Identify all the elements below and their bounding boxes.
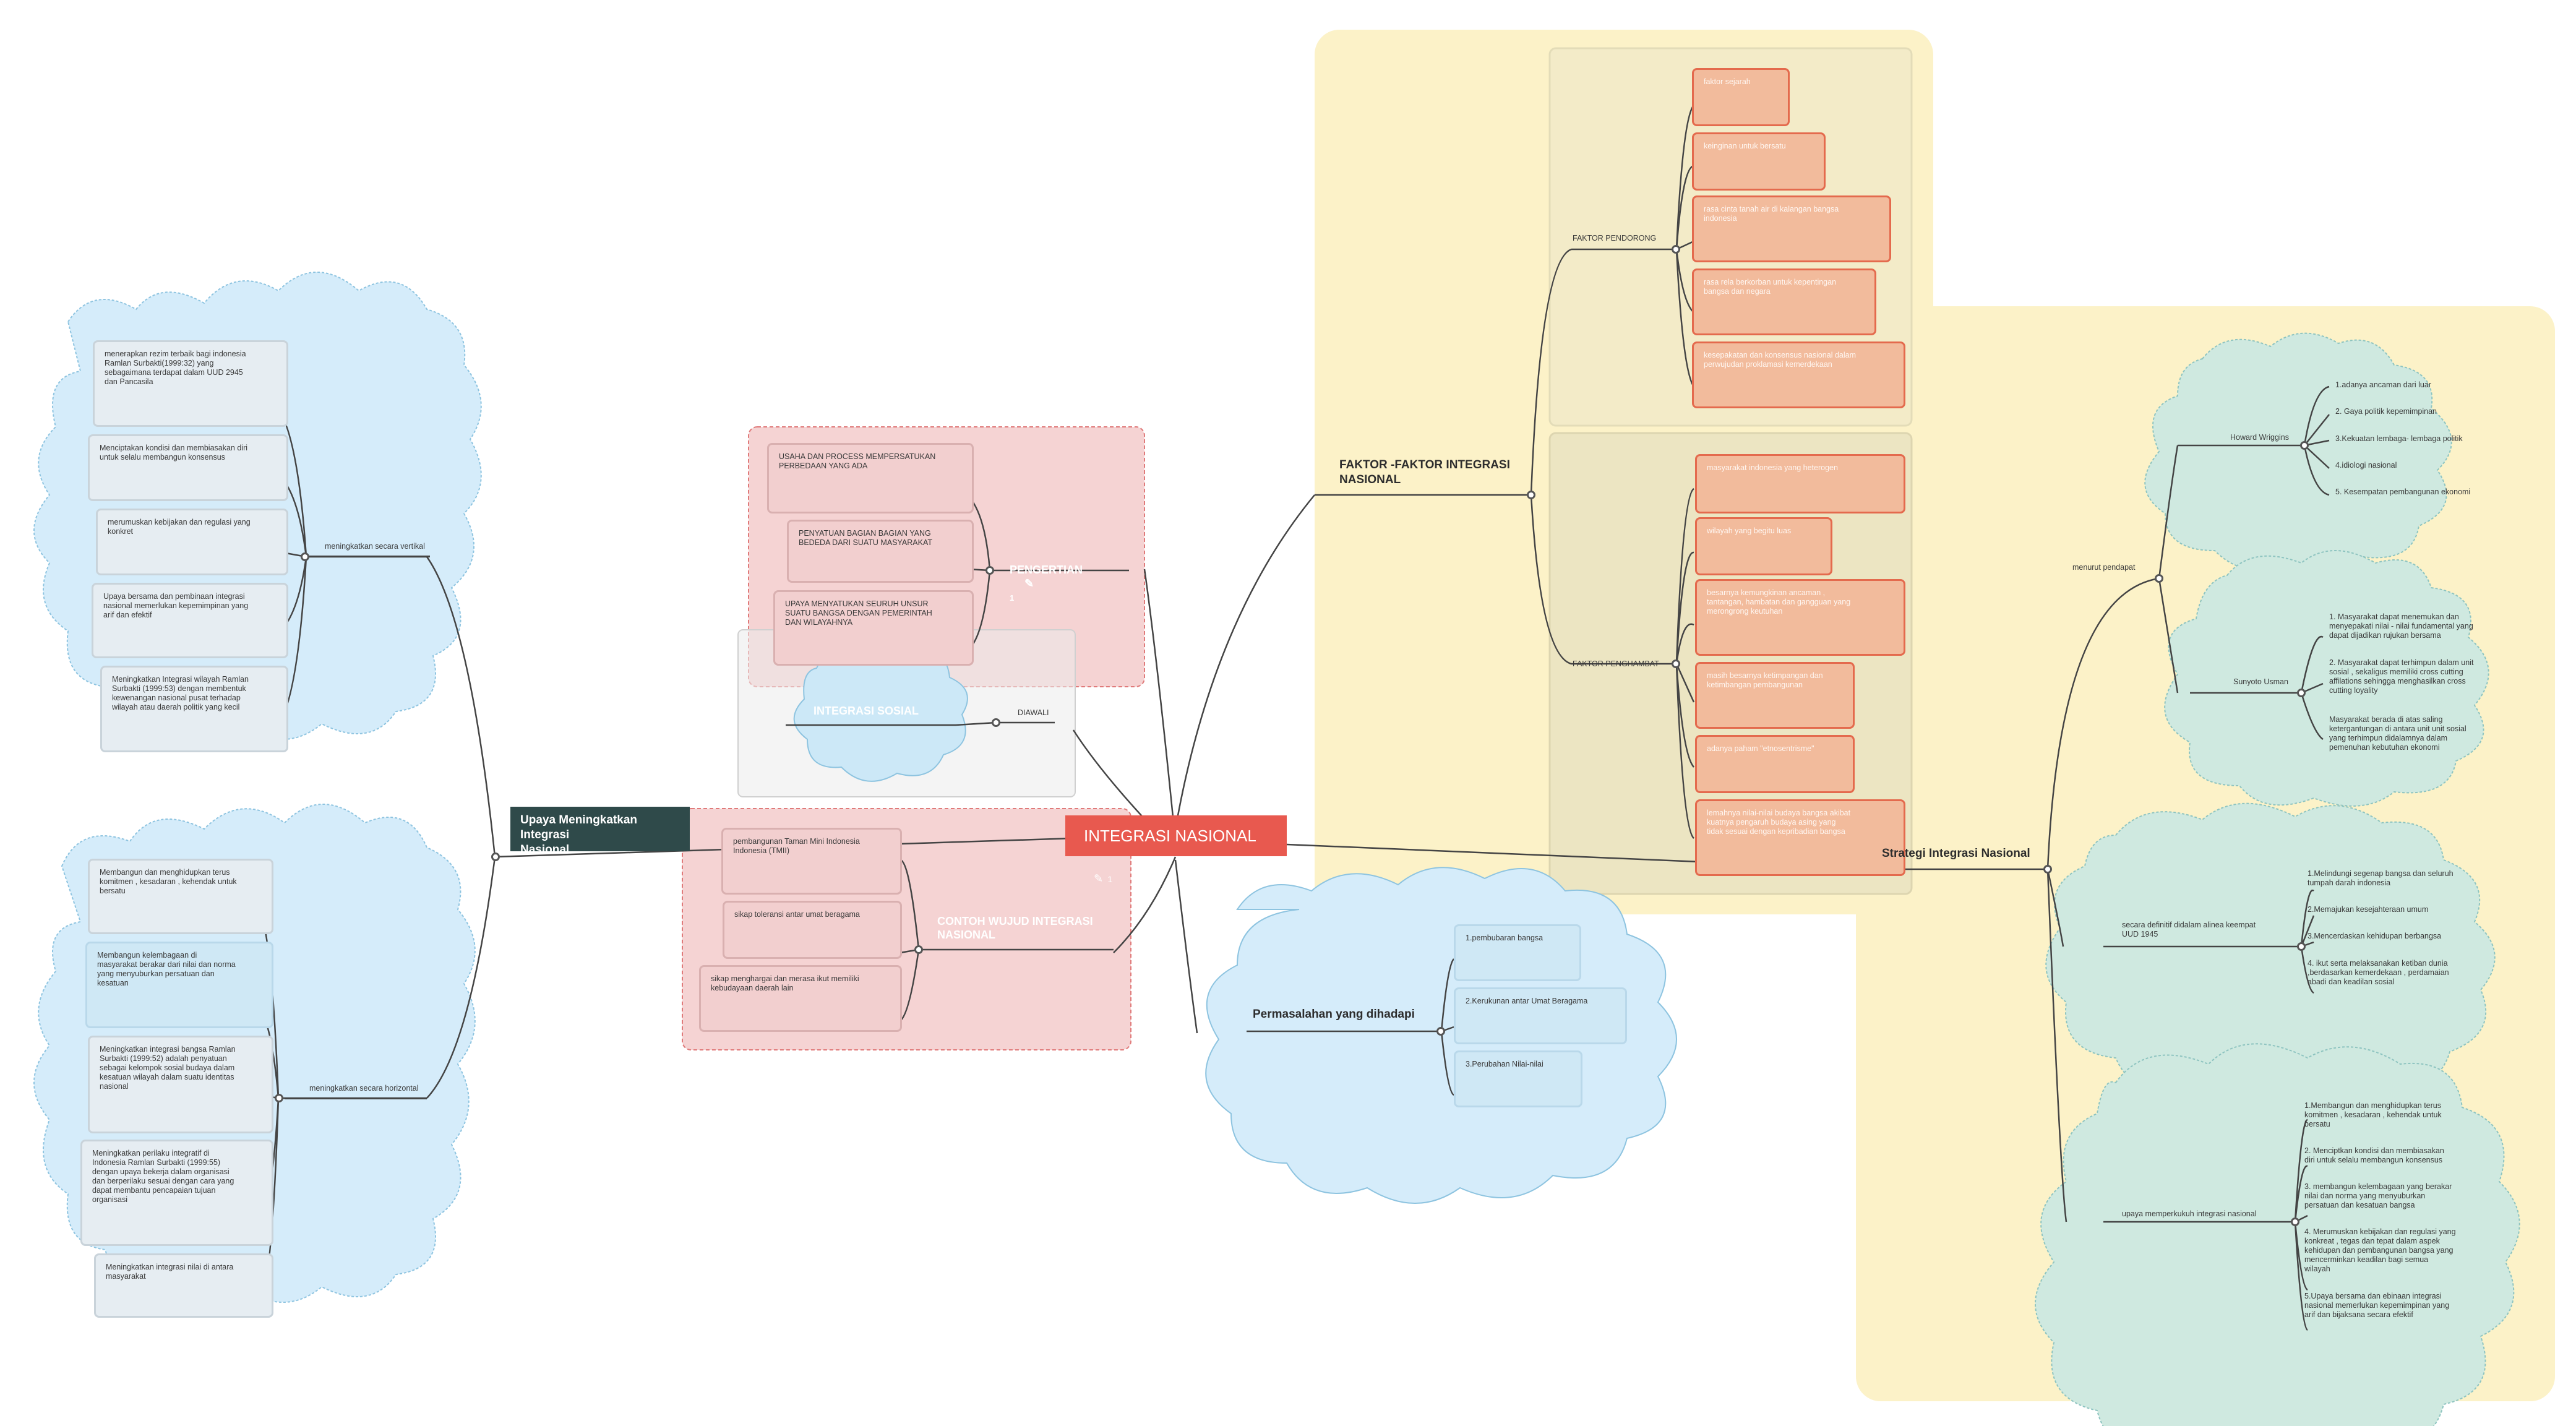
memperkukuh-item-2[interactable]: 2. Menciptkan kondisi dan membiasakan di… <box>2304 1146 2444 1164</box>
penghambat-item-4[interactable]: masih besarnya ketimpangan dan ketimbang… <box>1695 662 1855 729</box>
vertical-item-1[interactable]: menerapkan rezim terbaik bagi indonesia … <box>93 340 288 427</box>
memperkukuh-item-1[interactable]: 1.Membangun dan menghidupkan terus komit… <box>2304 1101 2442 1128</box>
contoh-label[interactable]: CONTOH WUJUD INTEGRASI NASIONAL <box>937 915 1093 941</box>
central-topic-label: INTEGRASI NASIONAL <box>1084 827 1256 845</box>
wriggins-item-1[interactable]: 1.adanya ancaman dari luar <box>2335 380 2431 389</box>
contoh-item-1[interactable]: pembangunan Taman Mini Indonesia Indones… <box>721 828 902 895</box>
penghambat-item-5[interactable]: adanya paham "etnosentrisme" <box>1695 735 1855 793</box>
menurut-node[interactable] <box>2155 574 2163 583</box>
vertical-item-3[interactable]: merumuskan kebijakan dan regulasi yang k… <box>96 509 288 575</box>
horizontal-item-3[interactable]: Meningkatkan integrasi bangsa Ramlan Sur… <box>88 1036 273 1133</box>
penghambat-item-2[interactable]: wilayah yang begitu luas <box>1695 517 1832 575</box>
usman-node[interactable] <box>2297 689 2306 697</box>
usman-item-2[interactable]: 2. Masyarakat dapat terhimpun dalam unit… <box>2329 658 2474 695</box>
definitif-item-4[interactable]: 4. ikut serta melaksanakan ketiban dunia… <box>2308 959 2449 986</box>
penghambat-item-6[interactable]: lemahnya nilai-nilai budaya bangsa akiba… <box>1695 799 1905 876</box>
usman-item-3[interactable]: Masyarakat berada di atas saling keterga… <box>2329 715 2467 752</box>
horizontal-label[interactable]: meningkatkan secara horizontal <box>309 1084 419 1093</box>
definitif-item-3[interactable]: 3.Mencerdaskan kehidupan berbangsa <box>2308 932 2442 940</box>
contoh-item-3[interactable]: sikap menghargai dan merasa ikut memilik… <box>699 965 902 1032</box>
note-icon: ✎ <box>1094 872 1104 885</box>
strategi-title[interactable]: Strategi Integrasi Nasional <box>1882 847 2030 860</box>
horizontal-item-2[interactable]: Membangun kelembagaan di masyarakat bera… <box>85 942 273 1028</box>
pendorong-label[interactable]: FAKTOR PENDORONG <box>1573 234 1657 243</box>
wriggins-item-2[interactable]: 2. Gaya politik kepemimpinan <box>2335 407 2437 416</box>
menurut-label[interactable]: menurut pendapat <box>2072 563 2136 572</box>
horizontal-item-1[interactable]: Membangun dan menghidupkan terus komitme… <box>88 859 273 934</box>
horizontal-underline <box>285 1097 427 1099</box>
central-topic[interactable]: INTEGRASI NASIONAL ✎ 1 <box>1065 815 1287 885</box>
pendorong-item-1[interactable]: faktor sejarah <box>1692 68 1790 126</box>
wriggins-item-5[interactable]: 5. Kesempatan pembangunan ekonomi <box>2335 488 2471 496</box>
definitif-node[interactable] <box>2297 942 2306 951</box>
strategi-node[interactable] <box>2043 865 2052 874</box>
contoh-node[interactable] <box>914 945 923 954</box>
vertical-item-2[interactable]: Menciptakan kondisi dan membiasakan diri… <box>88 434 288 501</box>
wriggins-node[interactable] <box>2300 441 2309 450</box>
diawali-label[interactable]: DIAWALI <box>1018 708 1049 717</box>
faktor-title[interactable]: FAKTOR -FAKTOR INTEGRASI NASIONAL <box>1339 458 1510 486</box>
note-icon: ✎ <box>1024 577 1034 590</box>
memperkukuh-item-4[interactable]: 4. Merumuskan kebijakan dan regulasi yan… <box>2304 1227 2456 1273</box>
cloud-wriggins <box>2144 332 2452 572</box>
usman-label[interactable]: Sunyoto Usman <box>2233 677 2288 686</box>
note-count: 1 <box>1107 874 1113 884</box>
definitif-item-2[interactable]: 2.Memajukan kesejahteraan umum <box>2308 905 2429 914</box>
vertical-item-4[interactable]: Upaya bersama dan pembinaan integrasi na… <box>92 583 288 658</box>
permasalahan-node[interactable] <box>1436 1027 1445 1036</box>
horizontal-item-5[interactable]: Meningkatkan integrasi nilai di antara m… <box>94 1253 273 1318</box>
integrasi-sosial-node[interactable] <box>992 718 1000 727</box>
usman-item-1[interactable]: 1. Masyarakat dapat menemukan dan menyep… <box>2329 612 2473 640</box>
permasalahan-item-3[interactable]: 3.Perubahan Nilai-nilai <box>1454 1050 1582 1107</box>
pendorong-node[interactable] <box>1672 245 1680 254</box>
penghambat-label[interactable]: FAKTOR PENGHAMBAT <box>1573 659 1659 668</box>
integrasi-sosial-label[interactable]: INTEGRASI SOSIAL <box>814 705 919 717</box>
pengertian-label[interactable]: PENGERTIAN ✎ 1 <box>1010 549 1083 605</box>
memperkukuh-node[interactable] <box>2291 1218 2299 1226</box>
wriggins-label[interactable]: Howard Wriggins <box>2230 433 2289 442</box>
pendorong-item-2[interactable]: keinginan untuk bersatu <box>1692 132 1826 191</box>
pengertian-label-text: PENGERTIAN <box>1010 564 1083 576</box>
pendorong-item-5[interactable]: kesepakatan dan konsensus nasional dalam… <box>1692 341 1905 408</box>
wriggins-item-3[interactable]: 3.Kekuatan lembaga- lembaga politik <box>2335 434 2463 443</box>
horizontal-node[interactable] <box>275 1094 283 1102</box>
pendorong-item-3[interactable]: rasa cinta tanah air di kalangan bangsa … <box>1692 195 1891 262</box>
pengertian-item-2[interactable]: PENYATUAN BAGIAN BAGIAN YANG BEDEDA DARI… <box>787 520 974 583</box>
memperkukuh-label[interactable]: upaya memperkukuh integrasi nasional <box>2122 1209 2257 1218</box>
wriggins-item-4[interactable]: 4.idiologi nasional <box>2335 461 2397 470</box>
pengertian-item-1[interactable]: USAHA DAN PROCESS MEMPERSATUKAN PERBEDAA… <box>767 443 974 513</box>
penghambat-node[interactable] <box>1672 659 1680 668</box>
cloud-memperkukuh <box>2035 1043 2520 1426</box>
permasalahan-item-2[interactable]: 2.Kerukunan antar Umat Beragama <box>1454 987 1627 1044</box>
penghambat-item-1[interactable]: masyarakat indonesia yang heterogen <box>1695 454 1905 513</box>
horizontal-item-4[interactable]: Meningkatkan perilaku integratif di Indo… <box>80 1140 273 1246</box>
memperkukuh-item-3[interactable]: 3. membangun kelembagaan yang berakar ni… <box>2304 1182 2452 1209</box>
memperkukuh-item-5[interactable]: 5.Upaya bersama dan ebinaan integrasi na… <box>2304 1292 2450 1319</box>
vertical-label[interactable]: meningkatkan secara vertikal <box>325 542 425 551</box>
upaya-topic[interactable]: Upaya Meningkatkan Integrasi Nasional <box>510 807 690 856</box>
pengertian-node[interactable] <box>985 566 994 575</box>
contoh-item-2[interactable]: sikap toleransi antar umat beragama <box>723 901 902 959</box>
definitif-label[interactable]: secara definitif didalam alinea keempat … <box>2122 921 2256 938</box>
upaya-collapse-node[interactable] <box>491 853 500 861</box>
cloud-usman <box>2164 550 2489 807</box>
penghambat-item-3[interactable]: besarnya kemungkinan ancaman , tantangan… <box>1695 579 1905 656</box>
vertical-underline <box>309 556 430 557</box>
note-count: 1 <box>1010 593 1015 603</box>
permasalahan-item-1[interactable]: 1.pembubaran bangsa <box>1454 924 1581 981</box>
vertical-item-5[interactable]: Meningkatkan Integrasi wilayah Ramlan Su… <box>100 666 288 752</box>
vertical-node[interactable] <box>301 552 309 561</box>
pengertian-item-3[interactable]: UPAYA MENYATUKAN SEURUH UNSUR SUATU BANG… <box>773 590 974 666</box>
permasalahan-label[interactable]: Permasalahan yang dihadapi <box>1253 1008 1415 1021</box>
definitif-item-1[interactable]: 1.Melindungi segenap bangsa dan seluruh … <box>2308 869 2454 887</box>
pendorong-item-4[interactable]: rasa rela berkorban untuk kepentingan ba… <box>1692 268 1876 335</box>
faktor-node[interactable] <box>1527 491 1535 499</box>
